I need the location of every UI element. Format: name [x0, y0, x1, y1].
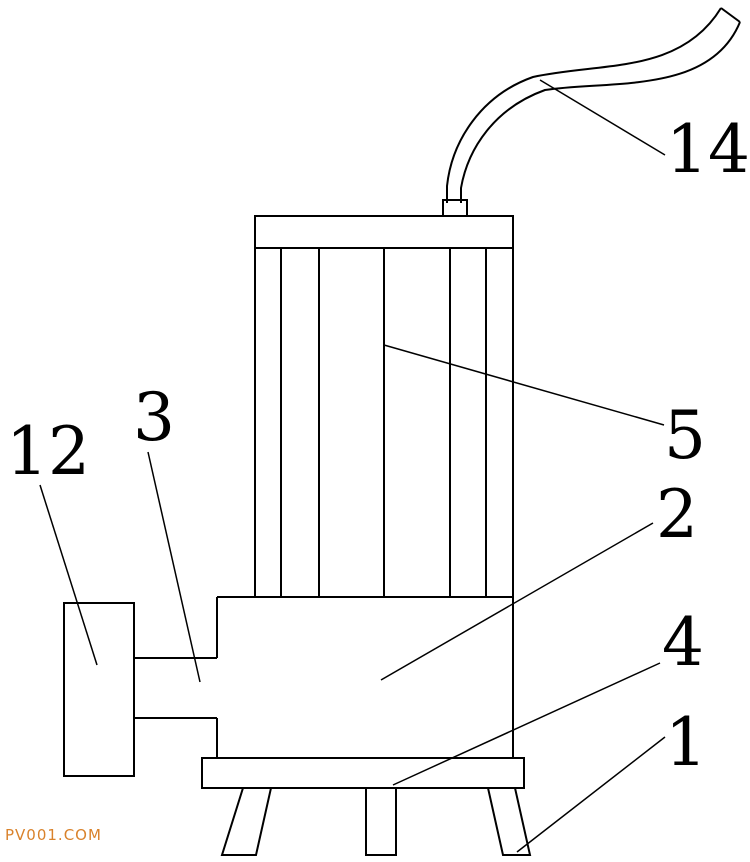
label-1: 1 — [665, 704, 707, 781]
leader-1 — [516, 736, 666, 853]
support-legs — [220, 787, 532, 856]
label-5: 5 — [664, 397, 706, 474]
leader-2 — [380, 522, 654, 681]
motor-top-cap — [254, 215, 514, 249]
label-2: 2 — [656, 476, 698, 553]
cable-outline-right — [460, 21, 741, 203]
support-leg-left — [220, 787, 273, 856]
cable-tip — [720, 7, 741, 23]
reference-numerals: 14 5 2 3 12 4 1 — [6, 111, 750, 781]
label-14: 14 — [666, 111, 750, 188]
label-3: 3 — [133, 379, 175, 456]
base-plate — [201, 757, 525, 789]
leader-lines — [39, 79, 666, 853]
motor-housing — [254, 215, 514, 597]
label-4: 4 — [662, 604, 704, 681]
leader-12 — [39, 484, 98, 666]
leader-3 — [147, 451, 201, 683]
leader-5 — [383, 344, 665, 426]
outlet-box — [63, 602, 135, 777]
leader-14 — [539, 79, 666, 156]
outlet-pipe — [134, 657, 217, 719]
support-leg-right — [486, 787, 532, 856]
leader-4 — [392, 662, 661, 786]
pump-body — [216, 596, 514, 759]
support-leg-middle — [365, 787, 397, 856]
watermark: PV001.COM — [5, 826, 102, 844]
cable-outline-left — [446, 7, 722, 203]
label-12: 12 — [6, 413, 90, 490]
